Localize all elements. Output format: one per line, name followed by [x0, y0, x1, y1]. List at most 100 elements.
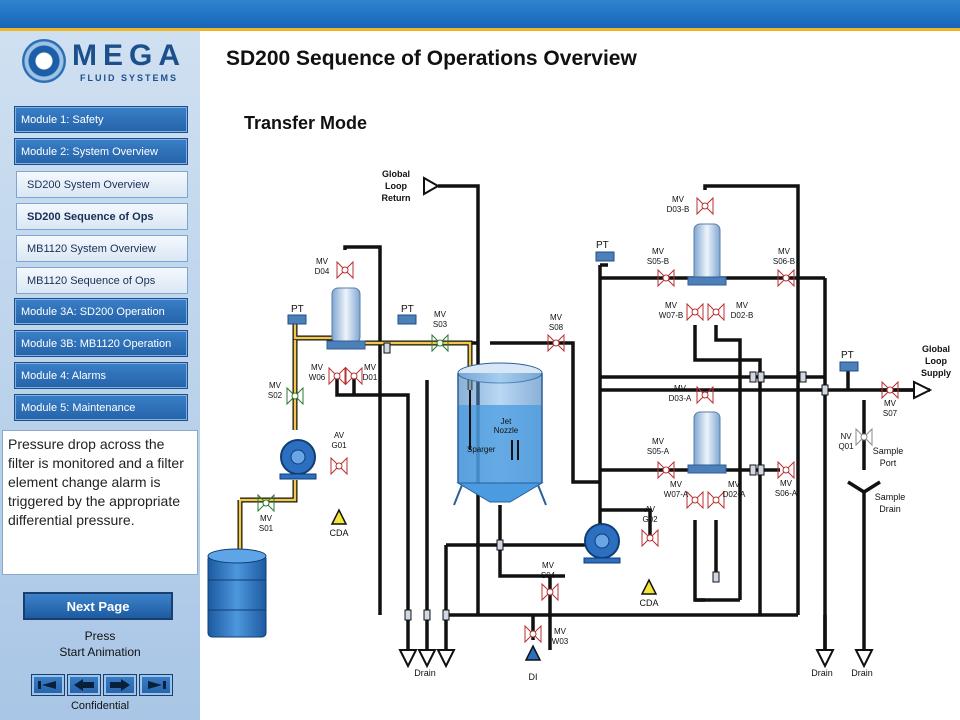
valve-d04-label-1: MV: [316, 257, 329, 266]
valves-layer: MVD04MVW06MVD01MVS03MVS02AVG01MVS01MVS08…: [257, 195, 899, 646]
drain-label-mid: Drain: [811, 668, 833, 678]
sample-drain-label-1: Sample: [875, 492, 906, 502]
nav-module-5-maintenance[interactable]: Module 5: Maintenance: [14, 394, 188, 421]
valve-s07-label-2: S07: [883, 409, 898, 418]
valve-w03-icon[interactable]: [524, 624, 542, 644]
valve-g02-icon[interactable]: [641, 528, 659, 548]
valve-s06b-label-2: S06-B: [773, 257, 795, 266]
next-page-button[interactable]: Next Page: [23, 592, 173, 620]
pt-label-1: PT: [291, 304, 304, 315]
valve-d01-icon[interactable]: [345, 366, 363, 386]
global-loop-supply-label-3: Supply: [921, 368, 951, 378]
previous-icon: [74, 679, 94, 691]
valve-w06-icon[interactable]: [328, 366, 346, 386]
confidential-label: Confidential: [70, 700, 130, 712]
nav-module-3a-sd200-operation[interactable]: Module 3A: SD200 Operation: [14, 298, 188, 325]
cda-triangle-1-icon: [330, 508, 348, 525]
logo-subtitle: FLUID SYSTEMS: [80, 73, 179, 83]
sidebar: MEGA FLUID SYSTEMS Module 1: Safety Modu…: [0, 31, 200, 720]
last-button[interactable]: [139, 674, 173, 696]
previous-button[interactable]: [67, 674, 101, 696]
valve-d04-icon[interactable]: [336, 260, 354, 280]
valve-w03-label-1: MV: [554, 627, 567, 636]
nav-module-4-alarms[interactable]: Module 4: Alarms: [14, 362, 188, 389]
nav-mb1120-sequence-of-ops[interactable]: MB1120 Sequence of Ops: [16, 267, 188, 294]
nav-sd200-sequence-of-ops[interactable]: SD200 Sequence of Ops: [16, 203, 188, 230]
valve-s06a-icon[interactable]: [777, 460, 795, 480]
valve-g02-label-1: AV: [645, 505, 656, 514]
valve-q01-label-2: Q01: [838, 442, 854, 451]
global-loop-return-label-3: Return: [382, 193, 411, 203]
nav-mb1120-system-overview[interactable]: MB1120 System Overview: [16, 235, 188, 262]
valve-s08-icon[interactable]: [547, 333, 565, 353]
valve-d02a-icon[interactable]: [707, 490, 725, 510]
global-loop-return-arrow-icon: [423, 176, 441, 196]
global-loop-supply-label-1: Global: [922, 344, 950, 354]
nav-sd200-system-overview[interactable]: SD200 System Overview: [16, 171, 188, 198]
next-icon: [110, 679, 130, 691]
logo-ring-icon: [22, 39, 66, 83]
drum: [207, 548, 267, 638]
nav-module-1-safety[interactable]: Module 1: Safety: [14, 106, 188, 133]
valve-s06b-icon[interactable]: [777, 268, 795, 288]
valve-w07a-label-2: W07-A: [664, 490, 689, 499]
valve-s02-icon[interactable]: [286, 386, 304, 406]
valve-d02b-label-1: MV: [736, 301, 749, 310]
valve-s08-label-1: MV: [550, 313, 563, 322]
last-icon: [148, 681, 166, 689]
valve-s07-label-1: MV: [884, 399, 897, 408]
valve-d03a-icon[interactable]: [696, 385, 714, 405]
mega-logo: MEGA FLUID SYSTEMS: [22, 37, 182, 93]
next-button[interactable]: [103, 674, 137, 696]
sample-port-label-2: Port: [880, 458, 897, 468]
valve-d02a-label-1: MV: [728, 480, 741, 489]
active-transfer-path: [237, 318, 473, 555]
valve-s01-label-2: S01: [259, 524, 274, 533]
left-filter-housing: [326, 287, 366, 350]
nav-module-3b-mb1120-operation[interactable]: Module 3B: MB1120 Operation: [14, 330, 188, 357]
sample-drain-label-2: Drain: [879, 504, 901, 514]
global-loop-supply-arrow-icon: [913, 380, 933, 400]
valve-d03b-icon[interactable]: [696, 196, 714, 216]
notes-panel: Pressure drop across the filter is monit…: [2, 430, 198, 575]
pt-label-3: PT: [596, 240, 609, 251]
valve-s05b-icon[interactable]: [657, 268, 675, 288]
valve-s03-label-1: MV: [434, 310, 447, 319]
valve-w07a-label-1: MV: [670, 480, 683, 489]
valve-s03-label-2: S03: [433, 320, 448, 329]
valve-s02-label-1: MV: [269, 381, 282, 390]
drain-arrows: [398, 649, 874, 669]
logo-word: MEGA: [72, 39, 186, 72]
valve-s04-icon[interactable]: [541, 582, 559, 602]
pump-2-icon: [583, 523, 621, 564]
pipe-fittings: [383, 342, 829, 621]
global-loop-supply-label-2: Loop: [925, 356, 947, 366]
valve-d01-label-2: D01: [363, 373, 378, 382]
valve-s07-icon[interactable]: [881, 380, 899, 400]
sparger-label: Sparger: [467, 445, 496, 454]
cda-label-1: CDA: [329, 528, 348, 538]
valve-s03-icon[interactable]: [431, 333, 449, 353]
valve-d02b-icon[interactable]: [707, 302, 725, 322]
cartridge-b-housing: [687, 223, 727, 286]
cda-label-2: CDA: [639, 598, 658, 608]
valve-g01-icon[interactable]: [330, 456, 348, 476]
mixing-tank: Jet Nozzle Sparger: [453, 362, 547, 506]
valve-s01-icon[interactable]: [257, 493, 275, 513]
start-animation-label: Start Animation: [59, 645, 141, 659]
valve-w07b-icon[interactable]: [686, 302, 704, 322]
valve-w07a-icon[interactable]: [686, 490, 704, 510]
valve-s02-label-2: S02: [268, 391, 283, 400]
valve-q01-icon[interactable]: [855, 427, 873, 447]
di-label: DI: [529, 672, 538, 682]
valve-s01-label-1: MV: [260, 514, 273, 523]
nav-module-2-system-overview[interactable]: Module 2: System Overview: [14, 138, 188, 165]
pump-1-icon: [279, 439, 317, 480]
jet-nozzle-label-1: Jet: [501, 417, 512, 426]
pt-label-2: PT: [401, 304, 414, 315]
valve-d02b-label-2: D02-B: [731, 311, 754, 320]
valve-d01-label-1: MV: [364, 363, 377, 372]
valve-w07b-label-2: W07-B: [659, 311, 683, 320]
first-button[interactable]: [31, 674, 65, 696]
valve-s05a-icon[interactable]: [657, 460, 675, 480]
